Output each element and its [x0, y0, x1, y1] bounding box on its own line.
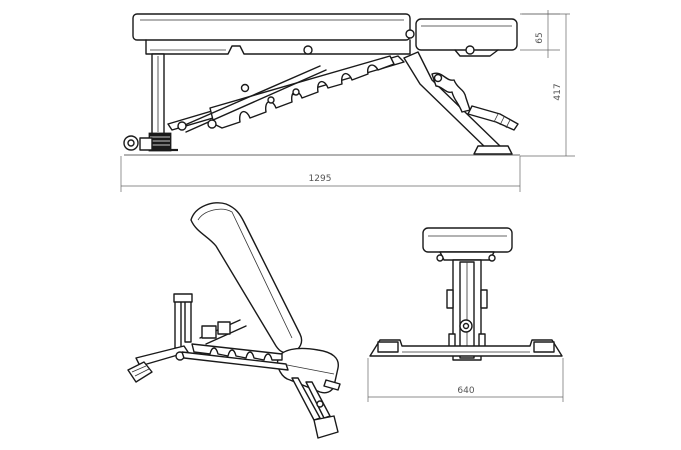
side-rear-handle	[467, 105, 519, 131]
side-wheel	[123, 135, 139, 151]
dimension-label-640: 640	[457, 386, 474, 396]
iso-rear-upright-top	[173, 293, 193, 303]
iso-back-pad	[190, 202, 303, 354]
side-view: 65 417 1295	[120, 10, 575, 192]
side-seat-pad	[415, 18, 518, 51]
front-view: 640	[367, 227, 564, 402]
dimension-label-1295: 1295	[309, 174, 332, 184]
dimension-label-417: 417	[553, 83, 563, 100]
dimension-label-65: 65	[535, 32, 545, 43]
side-adjustment-ladder	[209, 55, 395, 129]
dimension-lines-side	[120, 10, 575, 192]
side-back-pad	[132, 13, 411, 41]
side-rear-leg	[403, 51, 501, 151]
side-frame-rail	[145, 39, 411, 55]
isometric-view	[127, 202, 341, 439]
side-rear-foot	[473, 145, 513, 155]
front-knob	[459, 319, 473, 333]
front-pad	[422, 227, 513, 253]
iso-main-rail	[181, 351, 289, 371]
iso-front-foot	[313, 415, 339, 439]
dimension-lines-front	[367, 358, 564, 402]
iso-ladder	[191, 343, 283, 361]
